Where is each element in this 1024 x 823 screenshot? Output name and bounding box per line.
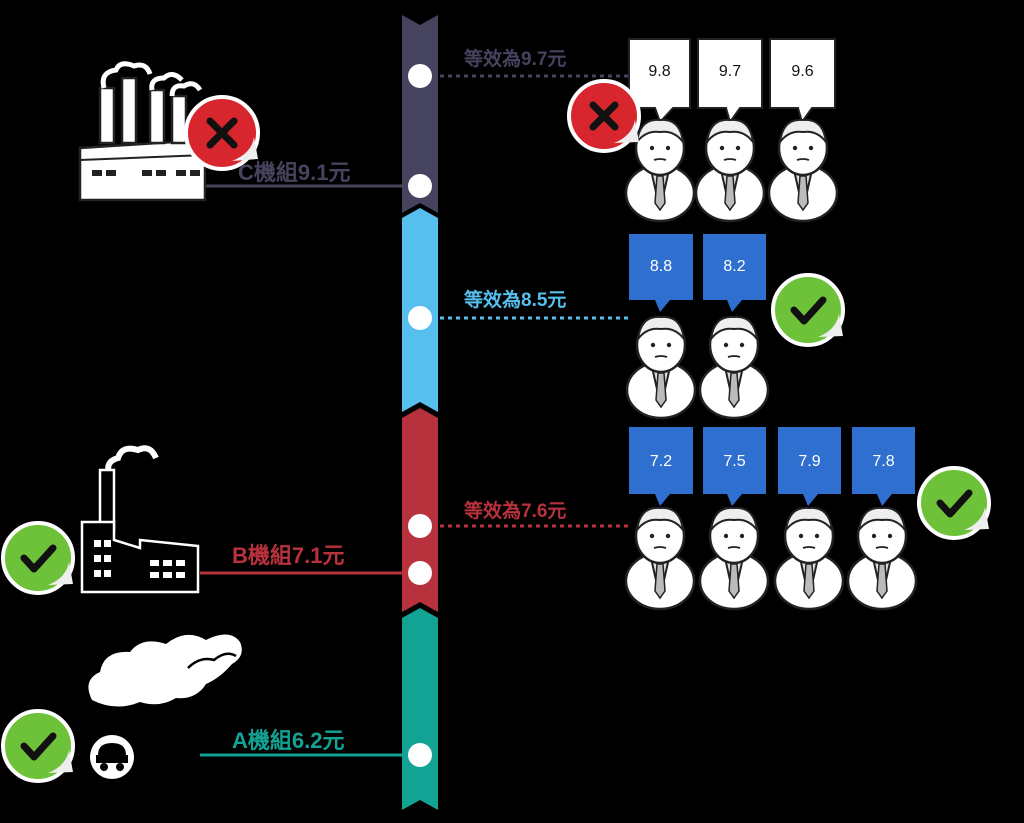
bid-box-top-3 <box>769 38 836 125</box>
b-plant-check-icon <box>1 521 75 595</box>
consumer-person-icon <box>698 506 770 611</box>
bid-box-top-2 <box>697 38 763 125</box>
consumer-person-icon <box>624 506 696 611</box>
bid-box-low-4 <box>852 427 915 506</box>
a-unit-label: A機組6.2元 <box>232 728 345 753</box>
ribbon-segment-c <box>402 15 438 213</box>
consumer-person-icon <box>625 315 697 420</box>
eq-top-label: 等效為9.7元 <box>464 49 567 70</box>
b-unit-label: B機組7.1元 <box>232 543 345 568</box>
consumer-person-icon <box>773 506 845 611</box>
factory-small-icon <box>80 445 200 594</box>
consumer-person-icon <box>694 118 766 223</box>
bid-box-low-1 <box>629 427 693 506</box>
bid-value-low-4: 7.8 <box>872 453 895 470</box>
bid-value-mid-1: 8.8 <box>649 258 673 275</box>
node-c-unit <box>408 174 432 198</box>
bid-value-top-1: 9.8 <box>648 63 671 80</box>
c-plant-cross-icon <box>184 95 260 171</box>
c-unit-label: C機組9.1元 <box>238 160 351 185</box>
node-b-unit <box>408 561 432 585</box>
node-eq-mid <box>408 306 432 330</box>
low-group-check-icon <box>917 466 991 540</box>
consumer-person-icon <box>767 118 839 223</box>
bid-value-low-3: 7.9 <box>798 453 821 470</box>
bid-box-low-3 <box>778 427 841 506</box>
node-eq-low <box>408 514 432 538</box>
bid-value-low-2: 7.5 <box>723 453 746 470</box>
bid-value-low-1: 7.2 <box>649 453 673 470</box>
ribbon-segment-a <box>402 608 438 810</box>
smoke-cloud-icon <box>88 634 242 707</box>
bid-value-mid-2: 8.2 <box>723 258 746 275</box>
eq-low-label: 等效為7.6元 <box>464 501 567 522</box>
node-a-unit <box>408 743 432 767</box>
top-group-cross-icon <box>567 79 641 153</box>
ribbon-segment-b <box>402 408 438 612</box>
a-plant-check-icon <box>1 709 75 783</box>
factory-large-icon <box>78 61 207 202</box>
bid-box-mid-1 <box>629 234 693 312</box>
bid-value-top-3: 9.6 <box>791 63 814 80</box>
bid-value-top-2: 9.7 <box>718 63 742 80</box>
eq-mid-label: 等效為8.5元 <box>464 290 567 311</box>
node-eq-top <box>408 64 432 88</box>
coal-cart-icon <box>90 735 134 779</box>
consumer-person-icon <box>846 506 918 611</box>
consumer-person-icon <box>698 315 770 420</box>
bid-box-mid-2 <box>703 234 766 312</box>
bid-box-low-2 <box>703 427 766 506</box>
mid-group-check-icon <box>771 273 845 347</box>
